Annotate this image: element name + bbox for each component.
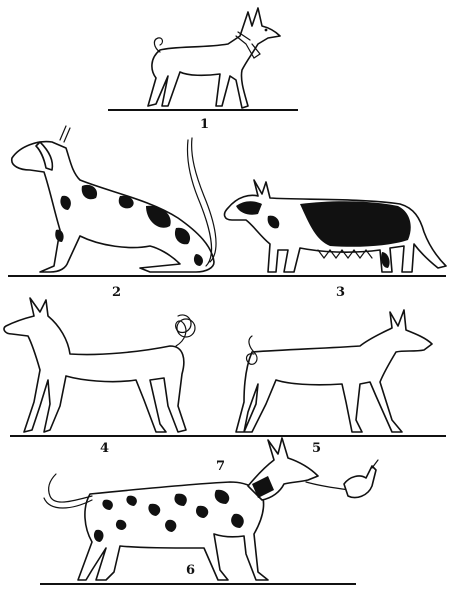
figure-2-number: 2	[112, 285, 121, 300]
figure-1-dog	[108, 7, 298, 111]
figure-6-number: 6	[186, 563, 195, 578]
figure-3-dog	[223, 179, 447, 273]
figure-3-number: 3	[336, 285, 345, 300]
figure-5-number: 5	[312, 441, 321, 456]
figure-6-7-dogs	[40, 437, 379, 585]
figure-4-dog	[3, 297, 446, 437]
figure-5-dog	[235, 309, 433, 433]
figure-1-number: 1	[200, 117, 209, 132]
figure-2-dog	[8, 125, 446, 277]
figure-4-number: 4	[100, 441, 109, 456]
figure-7-number: 7	[216, 459, 225, 474]
